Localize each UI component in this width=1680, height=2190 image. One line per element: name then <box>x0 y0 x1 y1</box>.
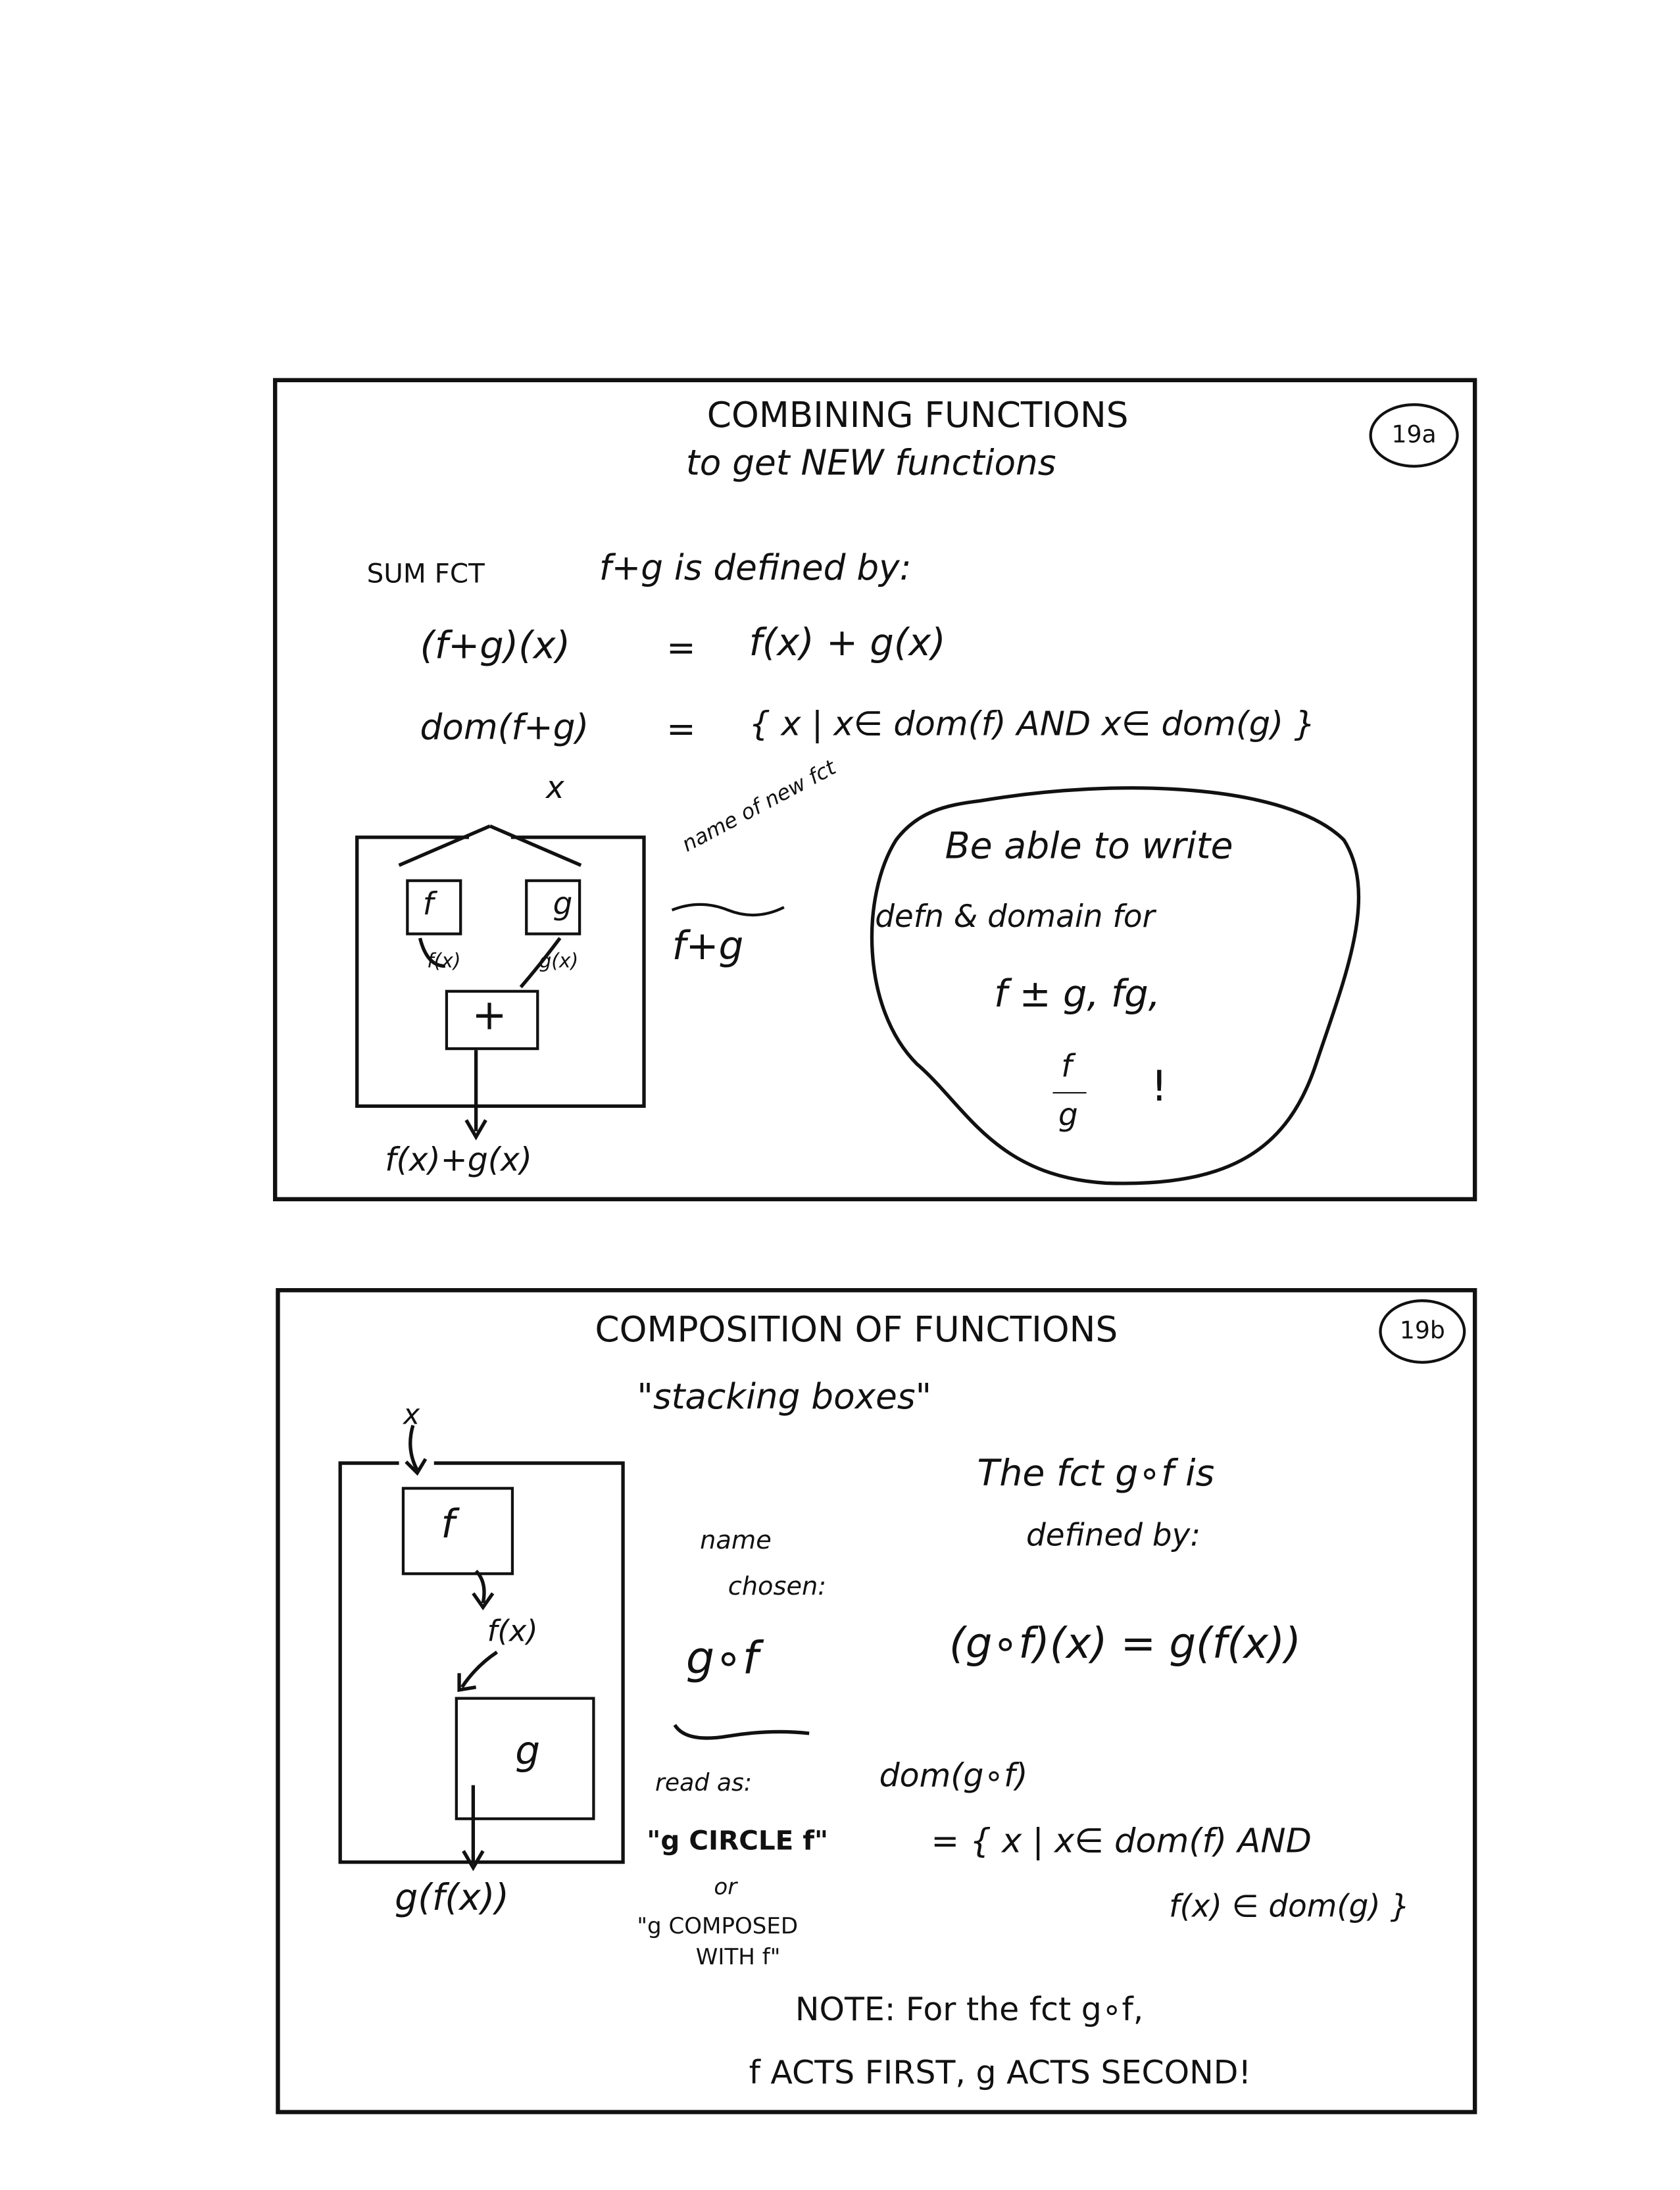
slide-19a <box>273 378 1477 1202</box>
plus-box <box>445 989 539 1051</box>
dom-line2: f(x) ∈ dom(g) } <box>1169 1890 1410 1926</box>
box-g-label: g <box>553 887 573 923</box>
dom-line1: = { x | x∈ dom(f) AND <box>931 1821 1312 1861</box>
comp-input-x: x <box>403 1397 420 1431</box>
slide-a-title-line1: COMBINING FUNCTIONS <box>706 395 1129 436</box>
def-line1: The fct g∘f is <box>977 1453 1215 1496</box>
slide-a-badge: 19a <box>1369 403 1459 468</box>
note-line1: NOTE: For the fct g∘f, <box>795 1992 1144 2029</box>
slide-b-badge: 19b <box>1379 1299 1466 1364</box>
callout-frac-den: g <box>1058 1099 1078 1134</box>
function-box-g-comp <box>455 1697 595 1820</box>
read-option-1: "g CIRCLE f" <box>647 1826 829 1857</box>
definition-intro: f+g is defined by: <box>599 547 912 588</box>
box-f-label: f <box>422 887 434 923</box>
slide-b-title: COMPOSITION OF FUNCTIONS <box>595 1308 1118 1350</box>
note-line2: f ACTS FIRST, g ACTS SECOND! <box>749 2055 1252 2092</box>
function-box-f <box>406 879 462 935</box>
read-option-2a: "g COMPOSED <box>637 1912 799 1939</box>
name-label-2: chosen: <box>728 1572 827 1602</box>
callout-frac-num: f <box>1061 1050 1072 1085</box>
out-f-label: f(x) <box>427 951 461 974</box>
domain-lhs: dom(f+g) <box>420 707 589 748</box>
read-or: or <box>714 1873 737 1901</box>
sum-label: SUM FCT <box>366 559 485 590</box>
comp-box-f-label: f <box>441 1501 455 1547</box>
plus-box-label: + <box>472 991 507 1041</box>
callout-exclaim: ! <box>1150 1062 1168 1112</box>
new-function-name: f+g <box>672 922 744 969</box>
function-box-f-comp <box>401 1487 514 1576</box>
slide-19b <box>276 1288 1477 2114</box>
name-label-1: name <box>700 1526 772 1556</box>
composition-rule: (g∘f)(x) = g(f(x)) <box>949 1620 1301 1669</box>
read-option-2b: WITH f" <box>695 1943 781 1970</box>
rule-rhs: f(x) + g(x) <box>749 621 946 665</box>
callout-line2: defn & domain for <box>875 900 1155 935</box>
composite-name: g∘f <box>685 1631 758 1685</box>
comp-mid-label: f(x) <box>487 1614 538 1649</box>
callout-line3: f ± g, fg, <box>994 973 1160 1017</box>
rule-equals: = <box>666 627 696 668</box>
callout-line1: Be able to write <box>945 826 1233 868</box>
sum-input-x: x <box>546 771 564 807</box>
comp-output: g(f(x)) <box>395 1878 509 1920</box>
domain-equals: = <box>666 708 696 749</box>
out-g-label: g(x) <box>539 951 579 974</box>
function-box-g <box>525 879 581 935</box>
slide-a-title-line2: to get NEW functions <box>685 442 1056 484</box>
sum-output: f(x)+g(x) <box>385 1142 532 1180</box>
rule-lhs: (f+g)(x) <box>420 624 571 668</box>
dom-label: dom(g∘f) <box>879 1758 1028 1795</box>
domain-rhs: { x | x∈ dom(f) AND x∈ dom(g) } <box>749 704 1316 744</box>
def-line2: defined by: <box>1026 1519 1201 1555</box>
fraction-bar <box>1052 1092 1087 1094</box>
read-as-label: read as: <box>655 1770 753 1798</box>
comp-box-g-label: g <box>515 1728 541 1774</box>
slide-b-subtitle: "stacking boxes" <box>637 1376 932 1417</box>
